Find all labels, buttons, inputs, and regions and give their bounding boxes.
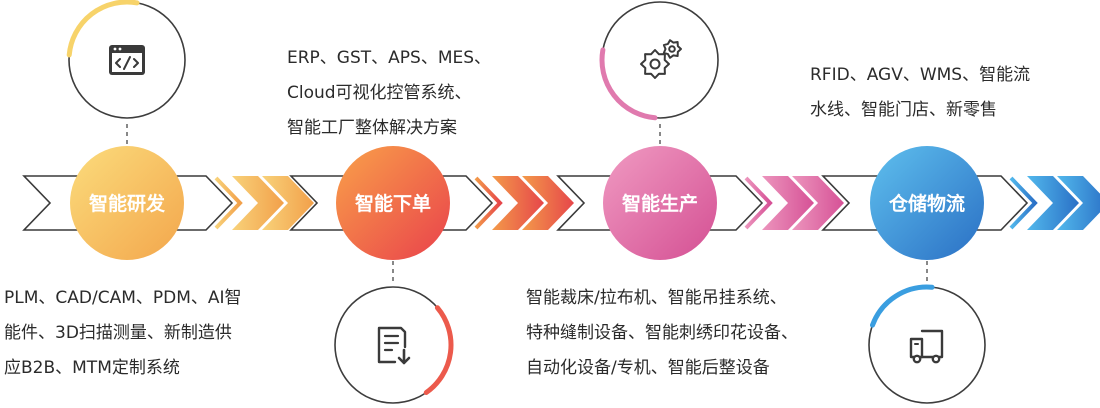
stage-3-description-line: 智能裁床/拉布机、智能吊挂系统、 bbox=[526, 288, 787, 308]
gears-icon bbox=[640, 39, 682, 79]
stage-3-icon-ring bbox=[599, 1, 719, 121]
stage-nodes: 智能研发 智能下单 智能生产 仓储物流 bbox=[66, 0, 986, 404]
stage-3-label: 智能生产 bbox=[622, 192, 698, 215]
stage-1-arrow-1 bbox=[232, 176, 284, 230]
stage-2-chevron-outline bbox=[289, 175, 494, 231]
stage-4-arrow-1 bbox=[1027, 176, 1079, 230]
stage-4-description-line: RFID、AGV、WMS、智能流 bbox=[810, 65, 1031, 85]
stage-1-icon-ring bbox=[66, 0, 186, 119]
stage-2-description-line: 智能工厂整体解决方案 bbox=[287, 118, 457, 138]
stage-4-description-line: 水线、智能门店、新零售 bbox=[810, 100, 997, 120]
document-download-icon bbox=[377, 326, 411, 365]
delivery-truck-icon bbox=[909, 329, 944, 364]
stage-1-description: PLM、CAD/CAM、PDM、AI智能件、3D扫描测量、新制造供应B2B、MT… bbox=[4, 281, 242, 386]
stage-3-chevron-outline bbox=[556, 175, 764, 231]
stage-3-description-line: 自动化设备/专机、智能后整设备 bbox=[526, 358, 770, 378]
stage-3-ring-arc bbox=[599, 47, 658, 121]
stage-4-accent-chevron bbox=[1009, 176, 1038, 230]
stage-2-arrow-1 bbox=[492, 176, 544, 230]
stage-4-circle: 仓储物流 bbox=[870, 146, 984, 260]
stage-1-arrow-2 bbox=[262, 176, 314, 230]
stage-1-chevron-outline bbox=[22, 175, 234, 231]
stage-1-ring-arc bbox=[66, 0, 140, 58]
stage-1-description-line: 应B2B、MTM定制系统 bbox=[4, 358, 180, 378]
stage-4-ring-arc bbox=[869, 284, 935, 328]
stage-2-label: 智能下单 bbox=[355, 192, 431, 215]
stage-1-accent-chevron bbox=[214, 176, 243, 230]
stage-4-label: 仓储物流 bbox=[888, 192, 965, 215]
stage-1-description-line: PLM、CAD/CAM、PDM、AI智 bbox=[4, 288, 242, 308]
stage-2-ring-arc bbox=[423, 305, 454, 396]
stage-2-arrow-2 bbox=[522, 176, 574, 230]
stage-3-description-line: 特种缝制设备、智能刺绣印花设备、 bbox=[526, 323, 798, 343]
stage-3-circle: 智能生产 bbox=[603, 146, 717, 260]
stage-2-description: ERP、GST、APS、MES、 Cloud可视化控管系统、智能工厂整体解决方案 bbox=[287, 41, 491, 146]
stage-1-circle: 智能研发 bbox=[70, 146, 184, 260]
stage-1-description-line: 能件、3D扫描测量、新制造供 bbox=[4, 323, 232, 343]
stage-2-description-line: Cloud可视化控管系统、 bbox=[287, 83, 472, 103]
stage-3-arrow-1 bbox=[762, 176, 814, 230]
stage-3-accent-chevron bbox=[744, 176, 773, 230]
stage-2-icon-ring bbox=[334, 286, 454, 404]
code-window-icon bbox=[109, 45, 145, 75]
stage-3-arrow-2 bbox=[792, 176, 844, 230]
stage-4-chevron-outline bbox=[821, 175, 1029, 231]
stage-3-description: 智能裁床/拉布机、智能吊挂系统、特种缝制设备、智能刺绣印花设备、自动化设备/专机… bbox=[526, 281, 798, 386]
stage-4-icon-ring bbox=[868, 284, 986, 404]
stage-4-description: RFID、AGV、WMS、智能流水线、智能门店、新零售 bbox=[810, 58, 1030, 128]
stage-2-circle: 智能下单 bbox=[336, 146, 450, 260]
stage-1-label: 智能研发 bbox=[89, 192, 166, 215]
stage-2-accent-chevron bbox=[474, 176, 503, 230]
stage-4-arrow-2 bbox=[1057, 176, 1100, 230]
chevron-flow bbox=[22, 175, 1100, 231]
stage-2-description-line: ERP、GST、APS、MES、 bbox=[287, 48, 492, 68]
